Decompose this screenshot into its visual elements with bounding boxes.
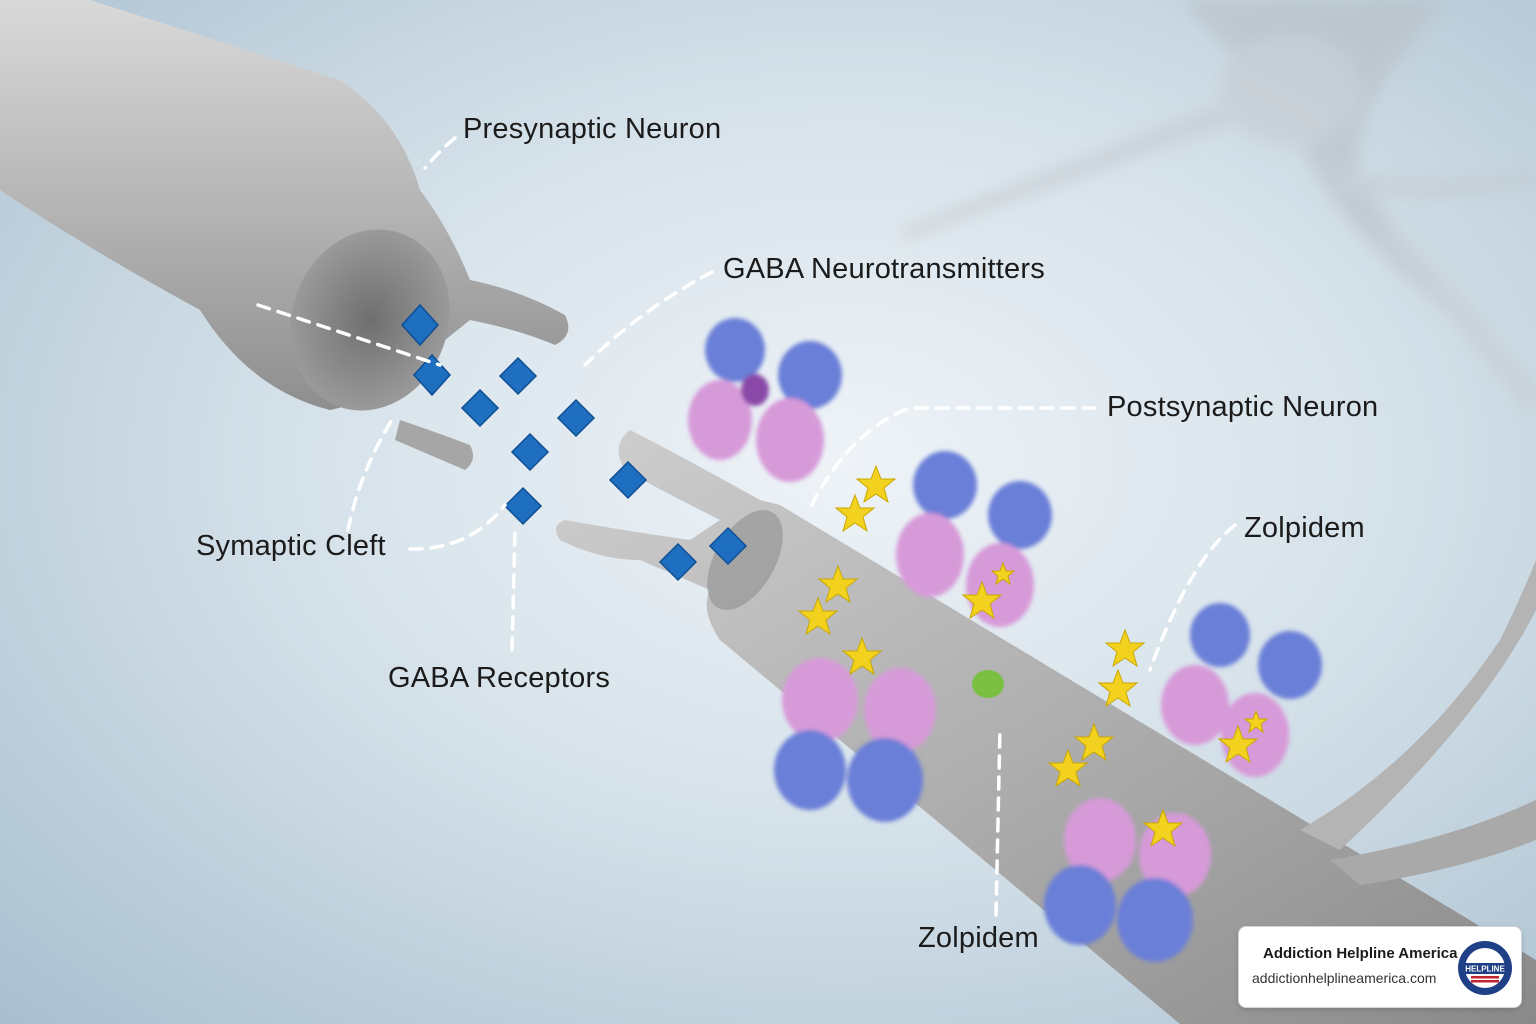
pointer-cleft-right — [408, 503, 507, 551]
label-zolpidem-bottom: Zolpidem — [918, 922, 1039, 954]
zolpidem-star — [990, 561, 1016, 586]
zolpidem-star — [1104, 628, 1146, 668]
background-neuron — [900, 0, 1536, 420]
receptor-cluster — [688, 318, 842, 482]
pointer-gaba-nt — [583, 270, 714, 367]
badge-title: Addiction Helpline America — [1263, 945, 1458, 962]
zolpidem-star — [1097, 668, 1139, 708]
label-postsynaptic-neuron: Postsynaptic Neuron — [1107, 391, 1379, 423]
gaba-molecule — [708, 526, 748, 566]
gaba-molecule — [460, 388, 500, 428]
zolpidem-star — [1047, 748, 1089, 788]
gaba-molecule — [658, 542, 698, 582]
green-modulator — [972, 670, 1004, 698]
zolpidem-star — [797, 596, 839, 636]
pointer-cleft-line — [256, 303, 442, 367]
pointer-cleft-up — [346, 413, 397, 532]
receptor-cluster — [1044, 798, 1211, 962]
zolpidem-star — [817, 564, 859, 604]
label-gaba-neurotransmitters: GABA Neurotransmitters — [723, 253, 1045, 285]
pointer-zolpidem-bottom — [994, 726, 1002, 917]
pointer-lines — [256, 136, 1237, 917]
zolpidem-star — [855, 464, 897, 504]
gaba-receptors — [688, 318, 1322, 962]
zolpidem-molecules — [797, 464, 1269, 848]
label-synaptic-cleft: Symaptic Cleft — [196, 530, 386, 562]
label-gaba-receptors: GABA Receptors — [388, 662, 611, 694]
gaba-molecule — [510, 432, 550, 472]
helpline-logo-icon: HELPLINE — [1458, 941, 1512, 995]
zolpidem-star — [1142, 808, 1184, 848]
zolpidem-star — [1243, 709, 1269, 734]
badge-url: addictionhelplineamerica.com — [1252, 970, 1437, 986]
zolpidem-star — [834, 493, 876, 533]
zolpidem-star — [961, 580, 1003, 620]
zolpidem-star — [1217, 724, 1259, 764]
gaba-molecule — [400, 303, 440, 347]
label-zolpidem-top: Zolpidem — [1244, 512, 1365, 544]
label-presynaptic-neuron: Presynaptic Neuron — [463, 113, 722, 145]
pointer-postsynaptic — [808, 406, 1097, 510]
receptor-cluster — [774, 658, 936, 822]
pointer-zolpidem-top — [1148, 523, 1237, 672]
gaba-neurotransmitters — [400, 303, 748, 582]
receptor-cluster — [1161, 603, 1322, 777]
pointer-receptors — [510, 528, 517, 652]
gaba-molecule — [503, 486, 543, 526]
gaba-molecule — [608, 460, 648, 500]
gaba-molecule — [556, 398, 596, 438]
badge-logo-text: HELPLINE — [1465, 965, 1505, 974]
pointer-presynaptic — [423, 136, 457, 170]
gaba-molecule — [498, 356, 538, 396]
presynaptic-neuron — [0, 0, 569, 470]
zolpidem-star — [841, 636, 883, 676]
watermark-badge: Addiction Helpline America addictionhelp… — [1238, 926, 1522, 1008]
zolpidem-star — [1073, 722, 1115, 762]
